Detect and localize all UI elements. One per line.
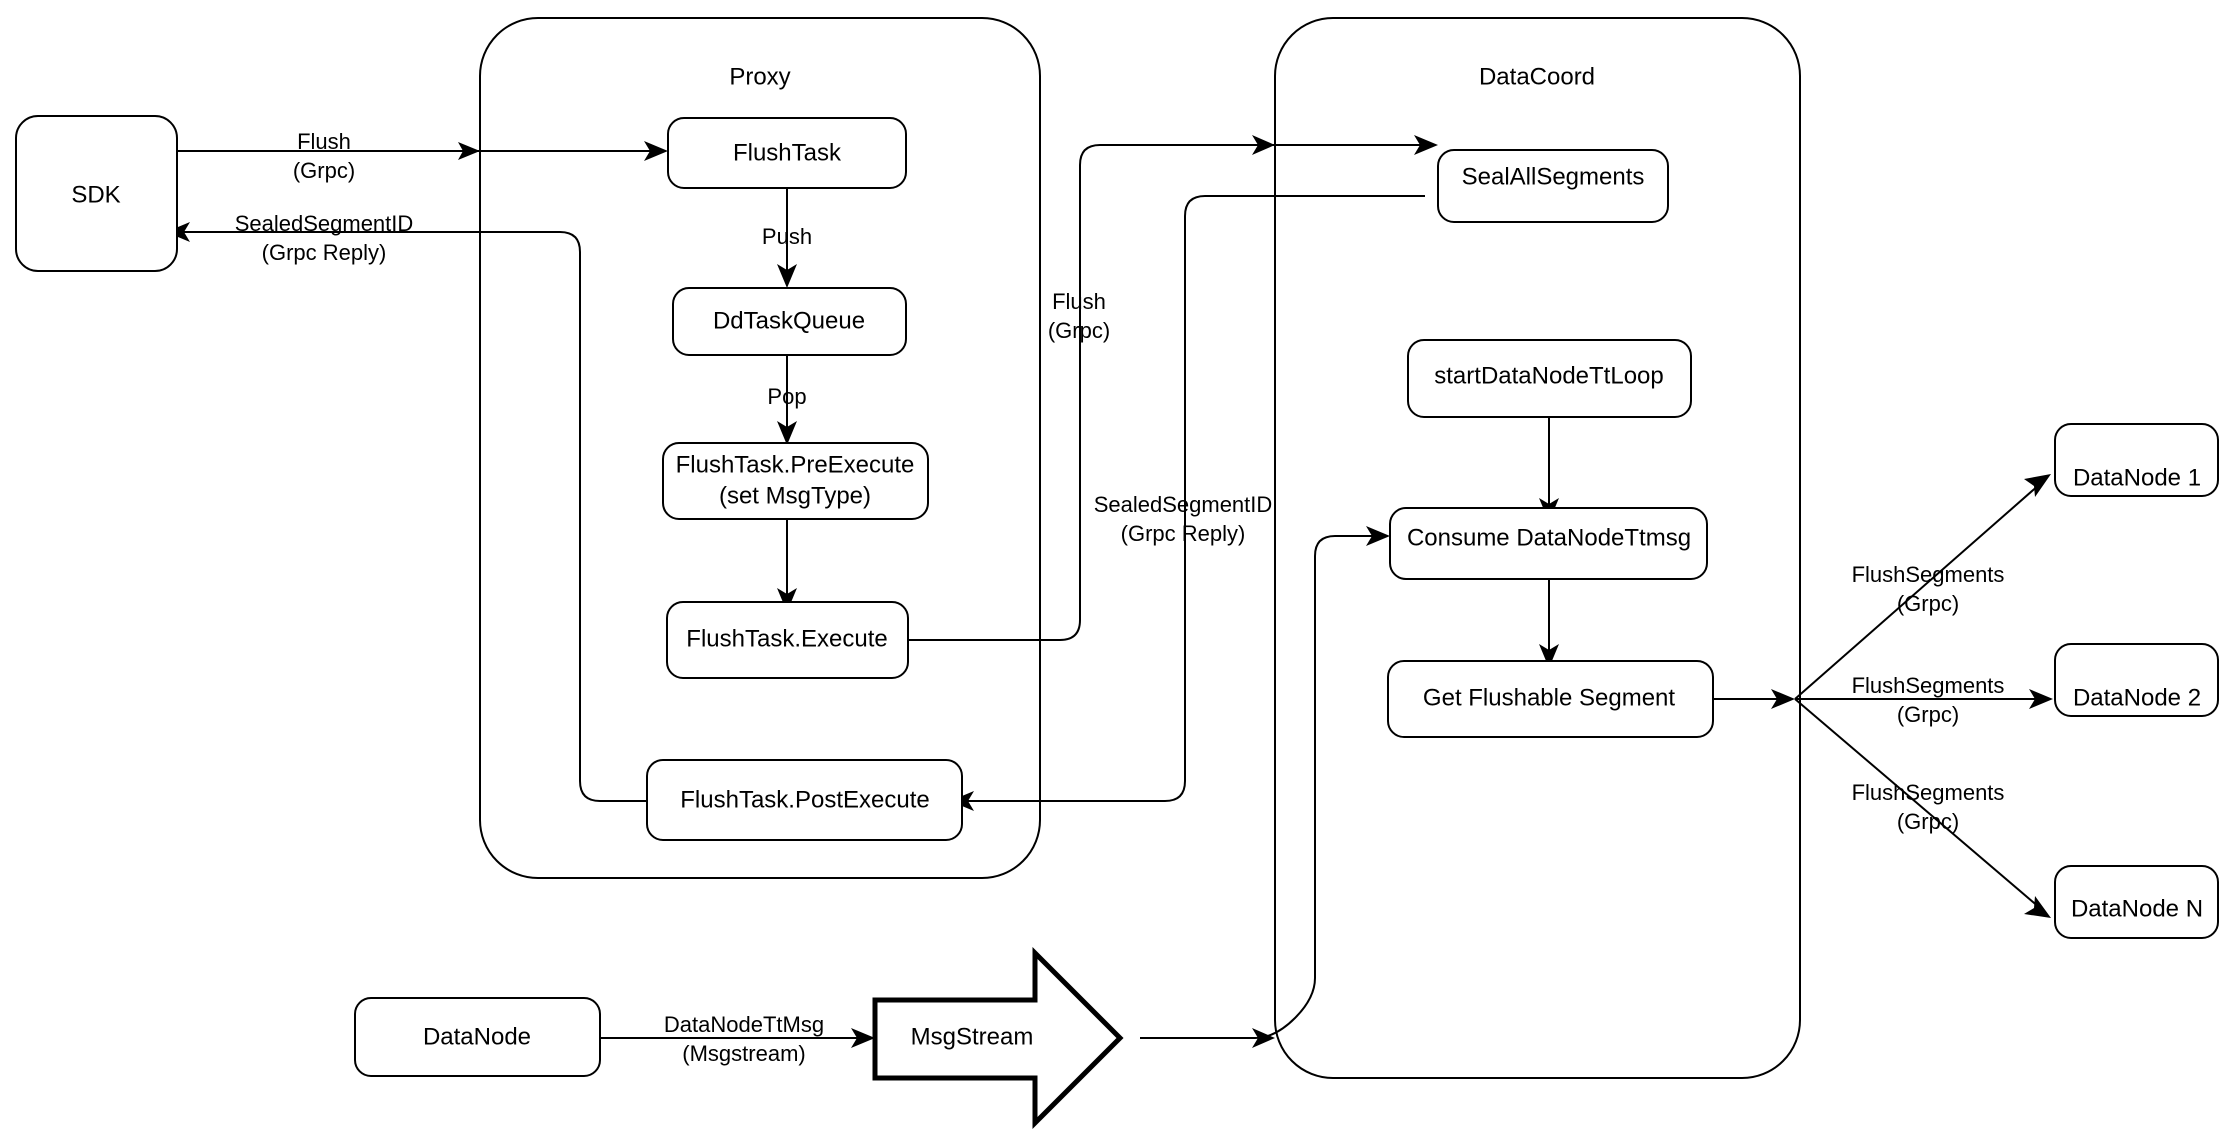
node-datanode-n[interactable]: DataNode N [2054, 865, 2219, 939]
node-datanode-bottom[interactable]: DataNode [354, 997, 601, 1077]
edge-label-pop: Pop [767, 384, 806, 409]
arrowhead-execute [777, 588, 797, 612]
arrowhead-msgstream [851, 1028, 875, 1048]
node-ddtaskqueue[interactable]: DdTaskQueue [672, 287, 907, 356]
flushtask-preexecute-box[interactable] [662, 442, 929, 520]
datanode-2-box[interactable] [2054, 643, 2219, 717]
sdk-label: SDK [71, 181, 120, 208]
edge-label-flushsegments-1-line1: FlushSegments [1852, 562, 2005, 587]
consume-datanodettmsg-box[interactable] [1389, 507, 1708, 580]
edge-label-flush-grpc-line2: (Grpc) [293, 158, 355, 183]
edge-label-flushsegments-2-line1: FlushSegments [1852, 673, 2005, 698]
edge-label-sealedsegmentid-line2: (Grpc Reply) [262, 240, 387, 265]
node-msgstream[interactable]: MsgStream [872, 946, 1124, 1130]
edge-hub-to-datanode-1: FlushSegments (Grpc) [1794, 474, 2051, 700]
node-get-flushable-segment[interactable]: Get Flushable Segment [1387, 660, 1714, 738]
arrowhead-pop [777, 421, 797, 445]
edge-label-sealed-reply-line2: (Grpc Reply) [1121, 521, 1246, 546]
node-datanode-2[interactable]: DataNode 2 [2054, 643, 2219, 717]
arrowhead-push [777, 264, 797, 288]
edge-label-flushsegments-n-line1: FlushSegments [1852, 780, 2005, 805]
edge-label-flushsegments-1-line2: (Grpc) [1897, 591, 1959, 616]
edge-hub-to-datanode-n: FlushSegments (Grpc) [1794, 698, 2051, 918]
datanode-n-label: DataNode N [2071, 895, 2203, 922]
get-flushable-segment-box[interactable] [1387, 660, 1714, 738]
node-flushtask-postexecute[interactable]: FlushTask.PostExecute [646, 759, 963, 841]
edge-label-push: Push [762, 224, 812, 249]
ddtaskqueue-label: DdTaskQueue [713, 307, 865, 334]
sealallsegments-box[interactable] [1437, 149, 1669, 223]
arrowhead-consume-from-msgstream [1366, 526, 1390, 546]
edge-push: Push [762, 188, 812, 288]
edge-label-flushsegments-n-line2: (Grpc) [1897, 809, 1959, 834]
get-flushable-segment-label: Get Flushable Segment [1423, 684, 1675, 711]
node-datanode-1[interactable]: DataNode 1 [2054, 423, 2219, 497]
datanode-1-label: DataNode 1 [2073, 464, 2201, 491]
edge-label-sealedsegmentid-line1: SealedSegmentID [235, 211, 414, 236]
edge-sealallsegments-to-postexecute: SealedSegmentID (Grpc Reply) [950, 195, 1425, 811]
node-consume-datanodettmsg[interactable]: Consume DataNodeTtmsg [1389, 507, 1708, 580]
datanode-bottom-label: DataNode [423, 1023, 531, 1050]
sdk-box[interactable] [15, 115, 178, 272]
edge-getflushable-to-hub [1713, 689, 1795, 709]
edge-execute-to-sealallsegments: Flush (Grpc) [908, 135, 1438, 641]
edge-preexecute-to-execute [777, 518, 797, 612]
arrowhead-flushtask [644, 141, 668, 161]
edge-datanode-to-msgstream: DataNodeTtMsg (Msgstream) [600, 1012, 875, 1066]
datanode-2-label: DataNode 2 [2073, 684, 2201, 711]
arrowhead-datanode-1 [2024, 474, 2051, 497]
node-flushtask-preexecute[interactable]: FlushTask.PreExecute (set MsgType) [662, 442, 929, 520]
edge-sdk-to-flushtask: Flush (Grpc) [177, 129, 668, 183]
flushtask-execute-label: FlushTask.Execute [686, 625, 887, 652]
datanode-n-box[interactable] [2054, 865, 2219, 939]
edge-postexecute-to-sdk: SealedSegmentID (Grpc Reply) [166, 211, 647, 802]
flushtask-box[interactable] [667, 117, 907, 189]
sealallsegments-label: SealAllSegments [1462, 163, 1645, 190]
node-flushtask[interactable]: FlushTask [667, 117, 907, 189]
arrowhead-sealallsegments [1414, 135, 1438, 155]
proxy-container-title: Proxy [729, 63, 790, 90]
edge-label-flush-coord-line1: Flush [1052, 289, 1106, 314]
flushtask-preexecute-label-line2: (set MsgType) [719, 482, 871, 509]
edge-label-flush-coord-line2: (Grpc) [1048, 318, 1110, 343]
flushtask-label: FlushTask [733, 139, 842, 166]
datanode-1-box[interactable] [2054, 423, 2219, 497]
edge-label-datanodettmsg-line1: DataNodeTtMsg [664, 1012, 824, 1037]
startdatanodettloop-label: startDataNodeTtLoop [1434, 362, 1663, 389]
edge-label-datanodettmsg-line2: (Msgstream) [682, 1041, 805, 1066]
node-sdk[interactable]: SDK [15, 115, 178, 272]
arrowhead-fanout-hub [1771, 689, 1795, 709]
datacoord-container-title: DataCoord [1479, 63, 1595, 90]
edge-label-flushsegments-2-line2: (Grpc) [1897, 702, 1959, 727]
arrowhead-datanode-2 [2029, 689, 2053, 709]
arrowhead-datacoord-entry [1252, 135, 1275, 155]
flushtask-postexecute-box[interactable] [646, 759, 963, 841]
arrowhead-datanode-n [2024, 896, 2051, 918]
arrowhead-proxy-entry [458, 142, 480, 160]
arrowhead-datacoord-msg-entry [1252, 1028, 1275, 1048]
arrowhead-getflushable [1539, 644, 1559, 668]
edge-hub-to-datanode-2: FlushSegments (Grpc) [1795, 673, 2053, 727]
startdatanodettloop-box[interactable] [1407, 339, 1692, 418]
flushtask-preexecute-label-line1: FlushTask.PreExecute [676, 451, 915, 478]
msgstream-block-arrow[interactable] [872, 946, 1124, 1130]
edge-consume-to-getflushable [1539, 579, 1559, 668]
flushtask-postexecute-label: FlushTask.PostExecute [680, 786, 929, 813]
datanode-bottom-box[interactable] [354, 997, 601, 1077]
flushtask-execute-box[interactable] [666, 601, 909, 679]
node-sealallsegments[interactable]: SealAllSegments [1437, 149, 1669, 223]
edge-label-flush-grpc-line1: Flush [297, 129, 351, 154]
edge-pop: Pop [767, 354, 807, 445]
node-startdatanodettloop[interactable]: startDataNodeTtLoop [1407, 339, 1692, 418]
node-flushtask-execute[interactable]: FlushTask.Execute [666, 601, 909, 679]
consume-datanodettmsg-label: Consume DataNodeTtmsg [1407, 524, 1691, 551]
edge-label-sealed-reply-line1: SealedSegmentID [1094, 492, 1273, 517]
edge-msgstream-to-consume [1140, 526, 1390, 1048]
ddtaskqueue-box[interactable] [672, 287, 907, 356]
msgstream-label: MsgStream [911, 1023, 1034, 1050]
